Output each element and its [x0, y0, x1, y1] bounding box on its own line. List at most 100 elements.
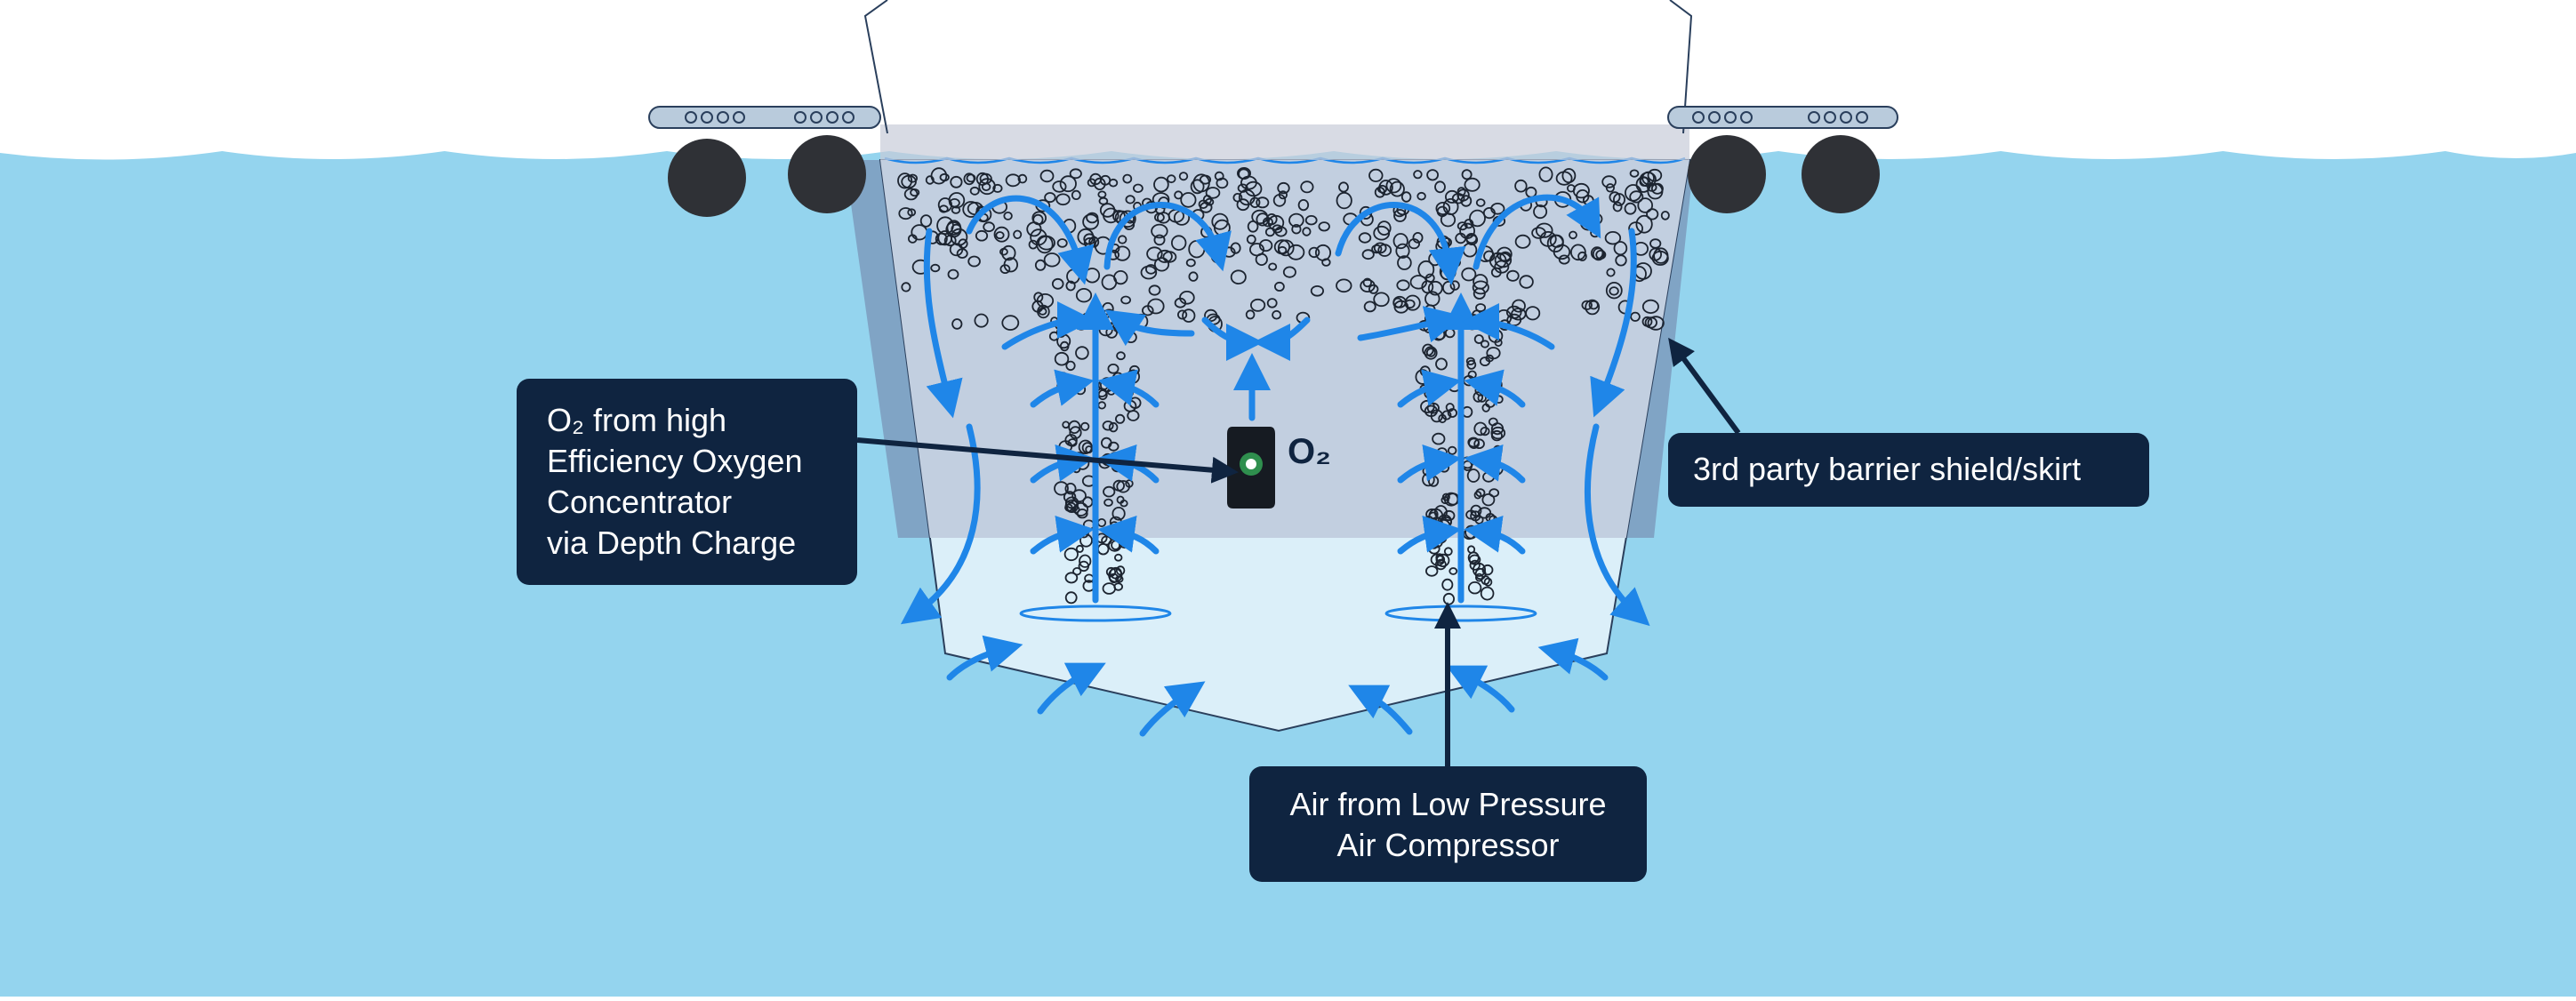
callout-line: Air from Low Pressure	[1289, 786, 1607, 822]
bubble	[1538, 166, 1553, 182]
bubble	[1448, 567, 1458, 575]
bubble	[1397, 255, 1412, 270]
bubble	[1064, 483, 1077, 495]
bubble	[1103, 498, 1113, 507]
bubble	[1300, 180, 1314, 194]
bubble	[1064, 572, 1079, 584]
bubble	[1612, 201, 1623, 212]
bubble	[1514, 234, 1531, 249]
bubble	[1592, 247, 1605, 261]
bubble	[1464, 177, 1481, 192]
bubble	[1115, 575, 1124, 583]
enclosure-top-band	[880, 124, 1689, 160]
bubble	[1425, 348, 1436, 357]
bubble	[1315, 244, 1332, 261]
bubble	[1102, 420, 1114, 431]
bubble	[1114, 245, 1131, 261]
bubble	[1178, 172, 1189, 181]
bubble	[1441, 578, 1454, 591]
bubble	[962, 201, 980, 218]
bubble	[1005, 173, 1021, 188]
depth-charge-device	[1227, 427, 1275, 509]
bubble	[1115, 413, 1126, 424]
bubble	[1590, 246, 1604, 260]
bubble	[1083, 233, 1096, 245]
bubble	[1115, 565, 1126, 576]
bubble	[1255, 252, 1268, 266]
bubble	[1038, 307, 1047, 316]
bubble	[1071, 489, 1087, 503]
bubble	[1182, 308, 1196, 323]
bubble	[1392, 233, 1408, 250]
bubble	[1157, 249, 1173, 263]
bubble	[1475, 198, 1486, 207]
bubble	[1457, 188, 1470, 202]
bubble	[1637, 197, 1653, 213]
bubble	[1266, 298, 1278, 308]
bubble	[1177, 309, 1188, 320]
bubble	[897, 172, 913, 189]
bubble	[1039, 169, 1055, 183]
bubble	[1338, 181, 1349, 193]
bubble	[975, 172, 990, 186]
bubble	[1474, 567, 1487, 581]
bubble	[1473, 274, 1489, 290]
bubble	[1570, 244, 1586, 261]
left-float-assembly	[648, 106, 881, 217]
bubble	[992, 183, 1003, 193]
bubble	[1003, 211, 1013, 220]
bubble	[1412, 231, 1424, 244]
bubble	[1457, 187, 1466, 196]
callout-line: Efficiency Oxygen	[547, 443, 803, 479]
bubble	[1472, 280, 1489, 295]
bubble	[1473, 421, 1488, 436]
bubble	[1272, 309, 1281, 320]
bubble	[1475, 488, 1486, 498]
bubble	[1274, 226, 1288, 237]
o2-source-callout: O₂ from high Efficiency Oxygen Concentra…	[517, 379, 857, 585]
bubble	[1055, 193, 1071, 206]
right-float-assembly	[1667, 106, 1898, 213]
bubble	[1457, 221, 1468, 231]
bubble	[1421, 280, 1434, 294]
bubble	[1430, 409, 1443, 423]
bubble	[966, 173, 976, 183]
bubble	[1368, 284, 1379, 294]
bubble	[1153, 176, 1169, 193]
bubble	[1113, 553, 1123, 562]
bubble	[1017, 173, 1028, 184]
bubble	[1413, 170, 1423, 180]
bubble	[1490, 422, 1505, 436]
bubble	[1287, 244, 1305, 260]
bubble	[1001, 244, 1016, 261]
bubble	[1147, 298, 1165, 315]
bubble	[1205, 187, 1221, 199]
bubble	[1127, 410, 1140, 421]
bubble	[1490, 426, 1506, 440]
bubble	[1211, 212, 1229, 230]
bubble	[1063, 491, 1077, 503]
bubble	[1434, 180, 1446, 194]
bubble	[974, 313, 989, 328]
bubble	[1606, 268, 1616, 277]
bubble	[1264, 227, 1275, 237]
bubble	[1116, 351, 1126, 361]
left-frame-line	[863, 0, 888, 134]
bubble	[1268, 262, 1278, 271]
bubble	[1336, 191, 1352, 210]
bubble	[930, 263, 941, 273]
bubble	[1069, 168, 1082, 180]
bubble	[1641, 299, 1659, 314]
bubble	[1441, 492, 1450, 501]
bubble	[1102, 582, 1117, 595]
bubble	[1185, 258, 1196, 268]
bubble	[1358, 232, 1372, 244]
bubble	[1256, 212, 1270, 227]
bubble	[1174, 190, 1184, 200]
bubble	[1064, 591, 1078, 605]
bubble	[1647, 316, 1665, 331]
bubble	[1629, 190, 1644, 204]
bubble	[1122, 173, 1133, 184]
bubble	[978, 178, 996, 196]
bubble	[1188, 271, 1199, 282]
